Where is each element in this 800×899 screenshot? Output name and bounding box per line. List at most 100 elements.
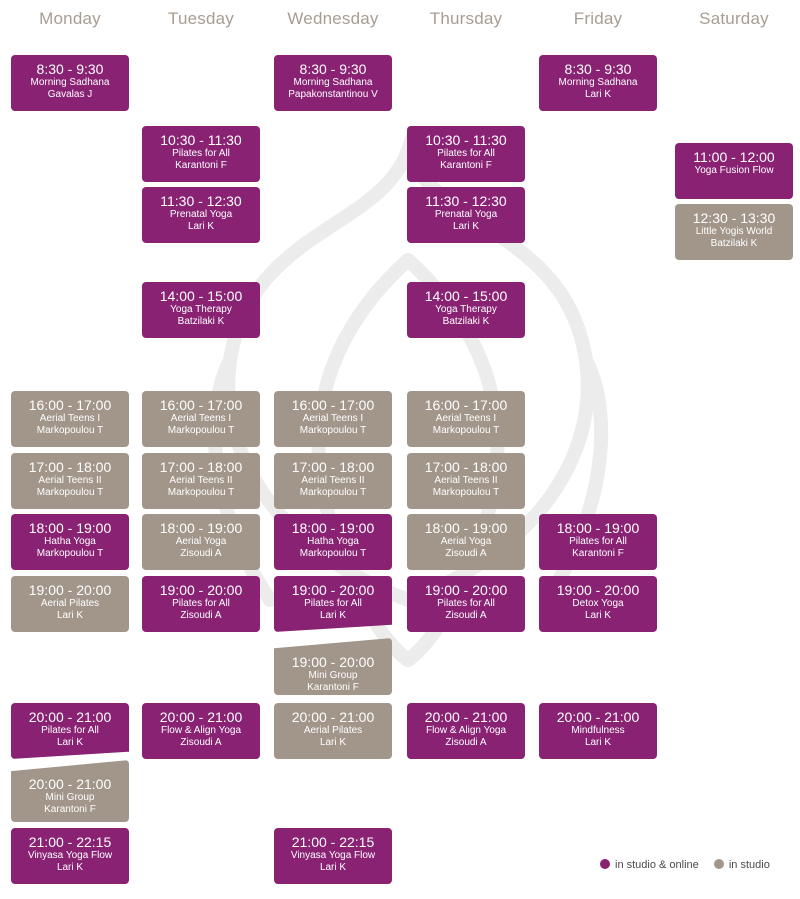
class-time: 20:00 - 21:00 [424, 709, 508, 725]
class-time: 11:30 - 12:30 [425, 193, 507, 209]
class-instructor: Karantoni F [307, 682, 359, 693]
class-instructor: Zisoudi A [180, 548, 222, 559]
class-time: 16:00 - 17:00 [424, 397, 508, 413]
class-time: 20:00 - 21:00 [556, 709, 640, 725]
day-header-tuesday: Tuesday [168, 9, 234, 28]
class-time: 20:00 - 21:00 [28, 776, 112, 792]
class-instructor: Karantoni F [44, 804, 96, 815]
class-time: 17:00 - 18:00 [291, 459, 375, 475]
class-time: 17:00 - 18:00 [159, 459, 243, 475]
class-name: Aerial Teens I [170, 413, 232, 424]
class-name: Prenatal Yoga [434, 209, 498, 220]
class-name: Pilates for All [172, 598, 230, 609]
class-time: 18:00 - 19:00 [291, 520, 375, 536]
class-time: 17:00 - 18:00 [424, 459, 508, 475]
class-instructor: Zisoudi A [445, 548, 487, 559]
class-name: Pilates for All [437, 598, 495, 609]
class-instructor: Lari K [584, 610, 612, 621]
legend-item-studio: in studio [713, 859, 770, 871]
class-name: Morning Sadhana [30, 77, 110, 88]
class-time: 20:00 - 21:00 [28, 709, 112, 725]
day-header-wednesday: Wednesday [287, 9, 379, 28]
class-time: 8:30 - 9:30 [36, 61, 104, 77]
day-header-saturday: Saturday [699, 9, 769, 28]
dot-icon [713, 859, 724, 869]
day-header-friday: Friday [573, 9, 623, 28]
class-name: Aerial Teens I [435, 413, 497, 424]
class-time: 18:00 - 19:00 [556, 520, 640, 536]
class-name: Prenatal Yoga [169, 209, 233, 220]
class-name: Aerial Teens II [38, 475, 102, 486]
class-time: 12:30 - 13:30 [692, 210, 776, 226]
class-instructor: Lari K [56, 610, 84, 621]
class-instructor: Karantoni F [572, 548, 624, 559]
class-name: Aerial Teens II [169, 475, 233, 486]
class-instructor: Lari K [319, 610, 347, 621]
class-instructor: Lari K [56, 862, 84, 873]
class-name: Aerial Yoga [175, 536, 227, 547]
class-time: 14:00 - 15:00 [159, 288, 243, 304]
class-instructor: Lari K [56, 737, 84, 748]
class-instructor: Markopoulou T [299, 425, 367, 436]
day-header-thursday: Thursday [429, 9, 503, 28]
class-name: Aerial Teens I [302, 413, 364, 424]
legend-label: in studio [728, 859, 770, 871]
day-header-monday: Monday [39, 9, 101, 28]
class-name: Vinyasa Yoga Flow [27, 850, 113, 861]
class-time: 19:00 - 20:00 [556, 582, 640, 598]
class-name: Mini Group [45, 792, 95, 803]
dot-icon [600, 859, 610, 869]
class-name: Morning Sadhana [293, 77, 373, 88]
class-instructor: Karantoni F [175, 160, 227, 171]
class-time: 18:00 - 19:00 [159, 520, 243, 536]
class-time: 17:00 - 18:00 [28, 459, 112, 475]
class-time: 14:00 - 15:00 [424, 288, 508, 304]
class-instructor: Zisoudi A [180, 610, 222, 621]
class-name: Aerial Teens II [301, 475, 365, 486]
class-name: Aerial Teens I [39, 413, 101, 424]
class-name: Hatha Yoga [44, 536, 96, 547]
class-instructor: Zisoudi A [180, 737, 222, 748]
class-time: 19:00 - 20:00 [291, 582, 375, 598]
class-instructor: Lari K [319, 862, 347, 873]
class-time: 11:00 - 12:00 [693, 149, 775, 165]
